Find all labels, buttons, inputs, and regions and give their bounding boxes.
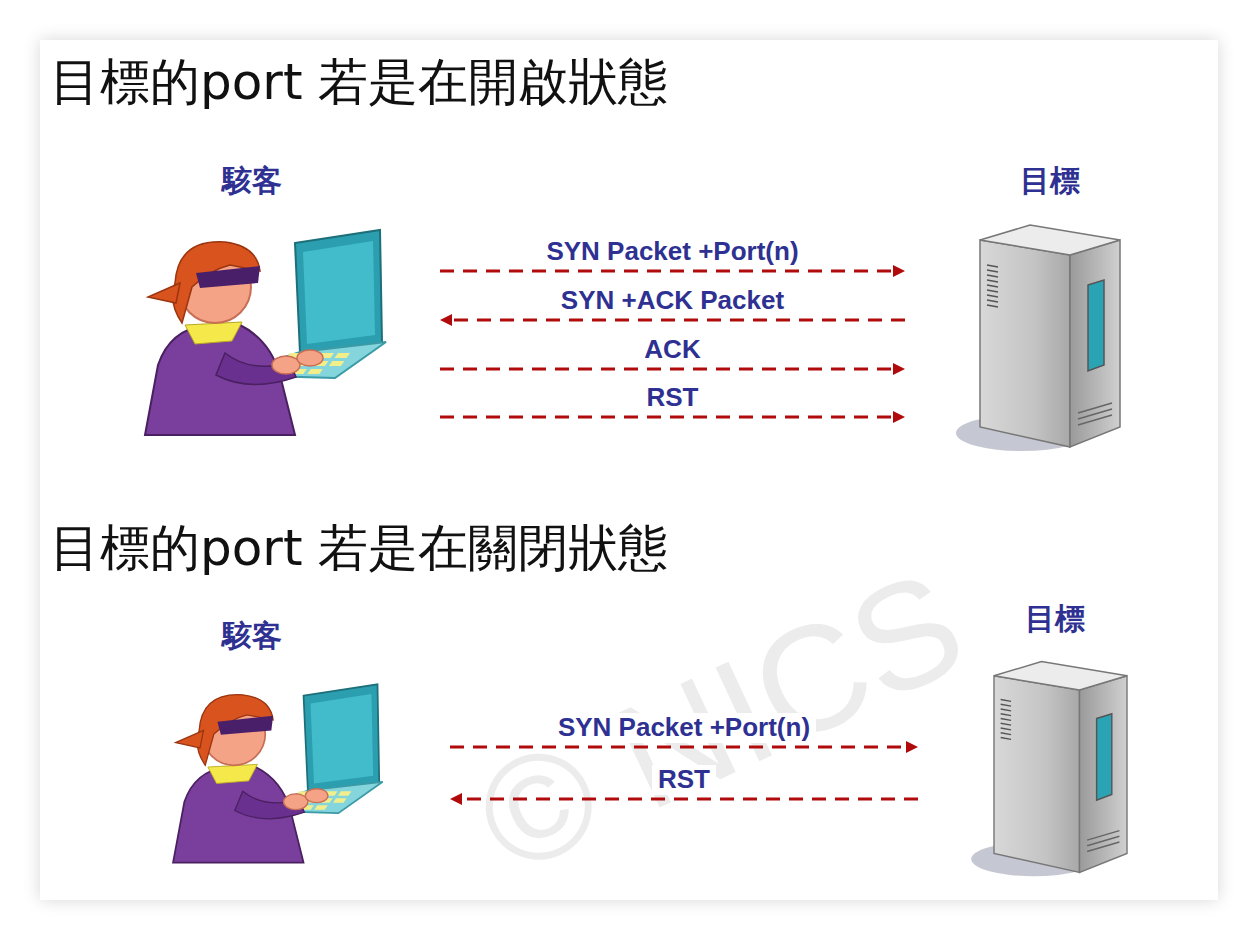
arrow-head <box>893 265 905 277</box>
figure-node: 駭客 <box>130 160 440 445</box>
arrow-head <box>893 363 905 375</box>
packet-label: ACK <box>638 335 706 365</box>
arrow-head <box>440 314 452 326</box>
dashed-line <box>450 746 908 749</box>
arrow-head <box>906 741 918 753</box>
figure-node: 目標 <box>905 160 1145 455</box>
dashed-line <box>440 270 895 273</box>
node-label: 駭客 <box>222 164 282 199</box>
section-heading: 目標的port 若是在開啟狀態 <box>50 52 668 112</box>
server-figure <box>956 225 1120 451</box>
section-heading: 目標的port 若是在關閉狀態 <box>50 518 668 578</box>
hacker-figure <box>145 230 386 435</box>
packet-label: RST <box>652 765 716 795</box>
dashed-line <box>440 368 895 371</box>
node-label: 目標 <box>1020 164 1080 199</box>
dashed-line <box>460 798 918 801</box>
node-label: 駭客 <box>222 619 282 654</box>
arrow-head <box>450 793 462 805</box>
packet-label: SYN Packet +Port(n) <box>552 713 816 743</box>
packet-label: SYN +ACK Packet <box>555 286 790 316</box>
hacker-figure <box>173 684 383 862</box>
packet-label: SYN Packet +Port(n) <box>540 237 804 267</box>
server-figure <box>971 662 1127 877</box>
figure-node: 目標 <box>918 598 1143 893</box>
packet-label: RST <box>641 383 705 413</box>
node-label: 目標 <box>1025 602 1085 637</box>
dashed-line <box>450 319 905 322</box>
figure-node: 駭客 <box>150 615 450 870</box>
dashed-line <box>440 416 895 419</box>
arrow-head <box>893 411 905 423</box>
